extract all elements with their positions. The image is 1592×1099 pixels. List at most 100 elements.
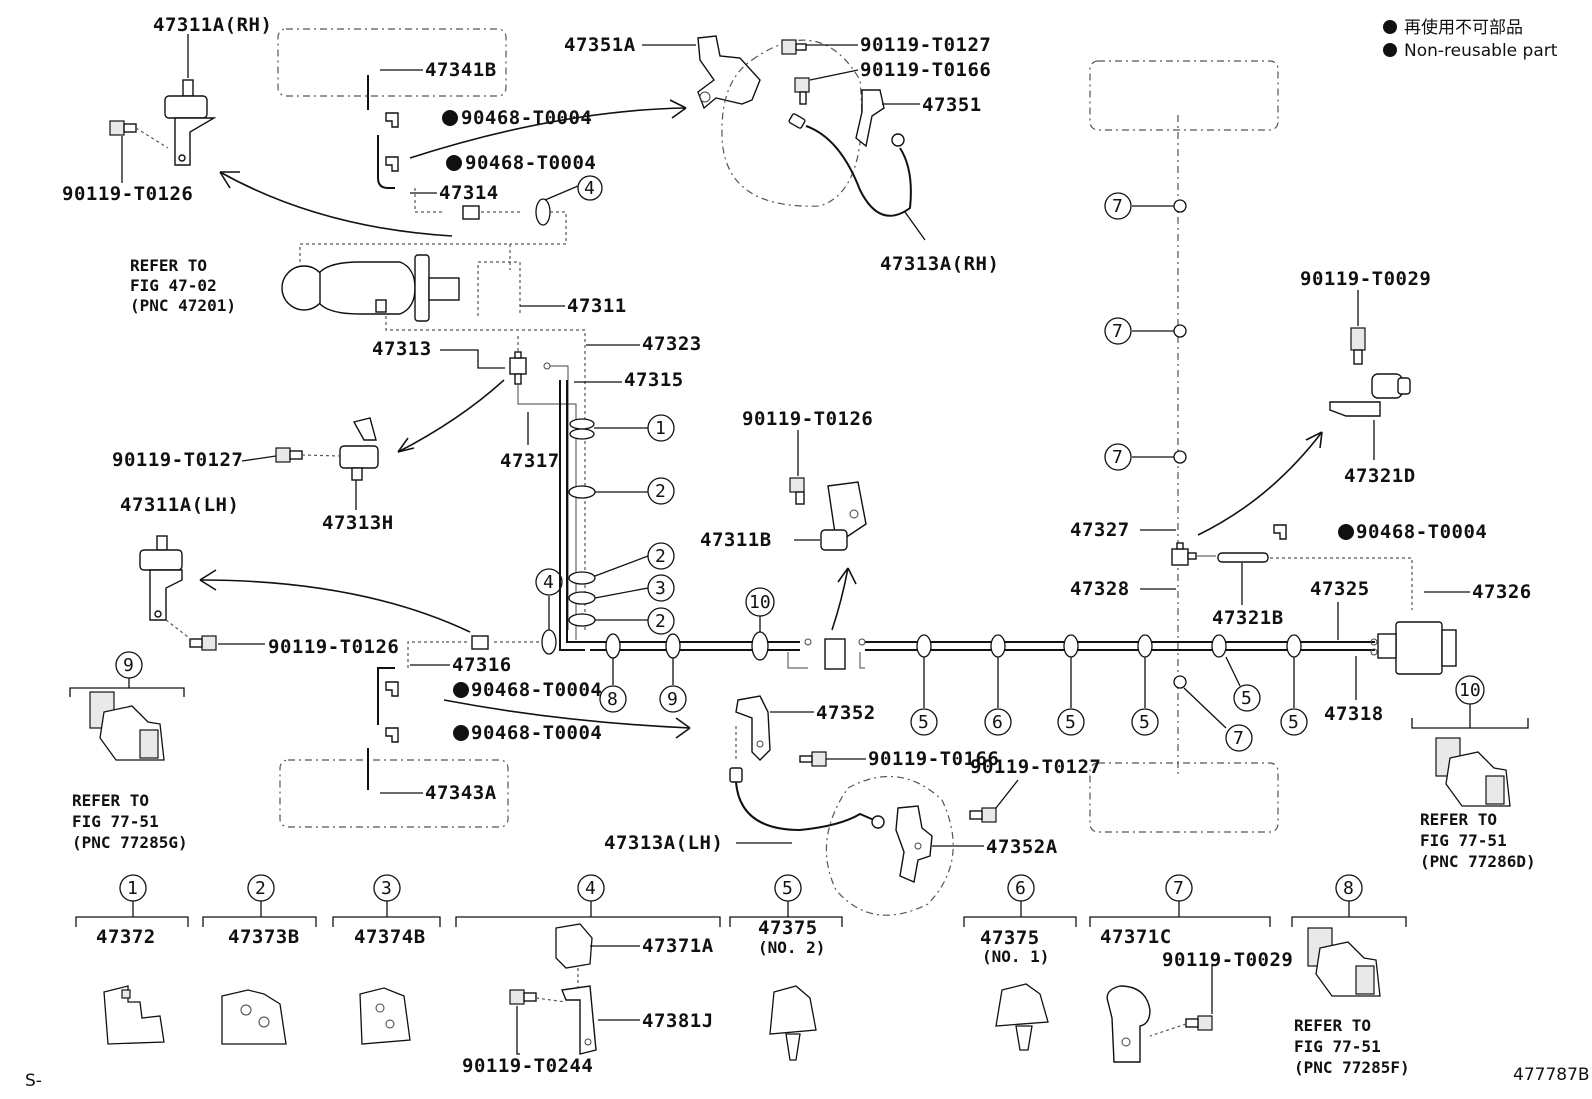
- label-90468-T0004-e: 90468-T0004: [1356, 521, 1487, 543]
- tee-joint-47327: [1171, 542, 1197, 566]
- clamp-7-d: [1173, 675, 1187, 689]
- callout-7-d-num: 7: [1233, 728, 1244, 749]
- clamp-1: [569, 418, 595, 430]
- label-47311B: 47311B: [700, 529, 772, 551]
- callout-2-mid-num: 2: [655, 546, 666, 567]
- label-90119-T0127-c: 90119-T0127: [970, 756, 1101, 778]
- clamp-2-lower: [568, 613, 596, 627]
- callout-2-mid: [647, 542, 675, 570]
- bracket-47381J-icon: [561, 985, 597, 1055]
- callout-6: [984, 708, 1012, 736]
- clamp-7-a: [1173, 199, 1187, 213]
- bolt-90119-T0029-icon: [1185, 1015, 1213, 1031]
- page-prefix: S-: [25, 1071, 42, 1091]
- clamp-4-upper: [535, 198, 551, 226]
- callout-9-num: 9: [667, 689, 678, 710]
- callout-10-num: 10: [749, 592, 771, 613]
- legend-refer-8-line3: (PNC 77285F): [1294, 1058, 1410, 1077]
- clamp-2-mid: [568, 571, 596, 585]
- label-47351: 47351: [922, 94, 982, 116]
- body-panel-outline: [279, 759, 509, 828]
- callout-5-e: [1280, 708, 1308, 736]
- refer-fig-77-51-D-line2: FIG 77-51: [1420, 831, 1507, 850]
- flex-hose-47313A-rh: [788, 113, 912, 217]
- callout-2-upper-num: 2: [655, 481, 666, 502]
- clamp-8-detail-icon: [1307, 927, 1381, 997]
- callout-5-e-num: 5: [1288, 712, 1299, 733]
- label-47343A: 47343A: [425, 782, 497, 804]
- non-reusable-marker-icon: [446, 155, 462, 171]
- hose-47321B: [1217, 552, 1269, 563]
- arrow-to-47352: [443, 699, 691, 729]
- label-47325: 47325: [1310, 578, 1370, 600]
- legend-part-47381J: 47381J: [642, 1010, 714, 1032]
- callout-7-c: [1104, 443, 1132, 471]
- label-47323: 47323: [642, 333, 702, 355]
- callout-8: [599, 685, 627, 713]
- bracket-47352A: [895, 805, 933, 883]
- bracket-47311B: [820, 481, 867, 551]
- clip-legend-row: 1 47372 2 47373B 3 47374B 4: [75, 874, 1410, 1077]
- label-47313A-lh: 47313A(LH): [604, 832, 723, 854]
- clamp-47374B-icon: [359, 987, 411, 1045]
- label-47313: 47313: [372, 338, 432, 360]
- legend-bolt-90119-T0029: 90119-T0029: [1162, 949, 1293, 971]
- callout-5-a-num: 5: [918, 712, 929, 733]
- callout-1-num: 1: [655, 418, 666, 439]
- callout-8-num: 8: [607, 689, 618, 710]
- legend-callout-7-num: 7: [1173, 878, 1184, 899]
- clip-90468-right-icon: [1273, 524, 1287, 540]
- callout-5-d: [1233, 684, 1261, 712]
- clamp-47375-no1-icon: [995, 983, 1049, 1051]
- legend-part-47373B: 47373B: [228, 926, 300, 948]
- label-47327: 47327: [1070, 519, 1130, 541]
- clip-90468-lower-2-icon: [385, 727, 399, 743]
- legend-part-47371A: 47371A: [642, 935, 714, 957]
- clamp-5-e: [1286, 634, 1302, 658]
- callout-7-b: [1104, 317, 1132, 345]
- non-reusable-marker-icon: [1383, 20, 1397, 34]
- label-47321D: 47321D: [1344, 465, 1416, 487]
- label-47314: 47314: [439, 182, 499, 204]
- label-90119-T0126-a: 90119-T0126: [62, 183, 193, 205]
- refer-fig-47-02-line2: FIG 47-02: [130, 276, 217, 295]
- flex-hose-47313A-lh: [729, 767, 885, 832]
- clamp-5-d: [1211, 634, 1227, 658]
- tee-joint-47313: [509, 351, 551, 385]
- legend-bolt-90119-T0244: 90119-T0244: [462, 1055, 593, 1077]
- legend-sub-no1: (NO. 1): [982, 947, 1049, 966]
- refer-fig-77-51-G-line1: REFER TO: [72, 791, 149, 810]
- clamp-9: [665, 633, 681, 659]
- body-panel-outline: [277, 28, 507, 97]
- arrow-to-47311A-lh: [199, 579, 471, 633]
- callout-4-lower-num: 4: [543, 572, 554, 593]
- refer-fig-77-51-G-line3: (PNC 77285G): [72, 833, 188, 852]
- clamp-10-detail-icon: [1435, 737, 1511, 807]
- clip-90468-upper-1-icon: [385, 112, 399, 128]
- arrow-to-47313H: [397, 379, 505, 453]
- label-47352: 47352: [816, 702, 876, 724]
- joint-47311B-inline: [804, 638, 866, 670]
- tee-47313H: [339, 417, 379, 481]
- label-90119-T0127-b: 90119-T0127: [860, 34, 991, 56]
- legend-callout-2-num: 2: [255, 878, 266, 899]
- label-47328: 47328: [1070, 578, 1130, 600]
- bracket-47352: [735, 695, 771, 761]
- label-47317: 47317: [500, 450, 560, 472]
- label-90468-T0004-c: 90468-T0004: [471, 679, 602, 701]
- clamp-3: [568, 591, 596, 605]
- clamp-2-upper: [568, 485, 596, 499]
- callout-7-b-num: 7: [1112, 321, 1123, 342]
- legend-callout-3-num: 3: [381, 878, 392, 899]
- bolt-90119-T0244-icon: [509, 989, 537, 1005]
- callout-5-d-num: 5: [1241, 688, 1252, 709]
- rear-valve-body: [1370, 621, 1457, 675]
- detail-circle-upper: [721, 39, 863, 207]
- union-47321D: [1329, 327, 1411, 417]
- legend-refer-8-line2: FIG 77-51: [1294, 1037, 1381, 1056]
- bolt-90119-T0126-lower: [189, 635, 217, 651]
- pressure-valve-47311A-lh: [139, 535, 183, 621]
- callout-4-lower: [535, 568, 563, 596]
- label-47352A: 47352A: [986, 836, 1058, 858]
